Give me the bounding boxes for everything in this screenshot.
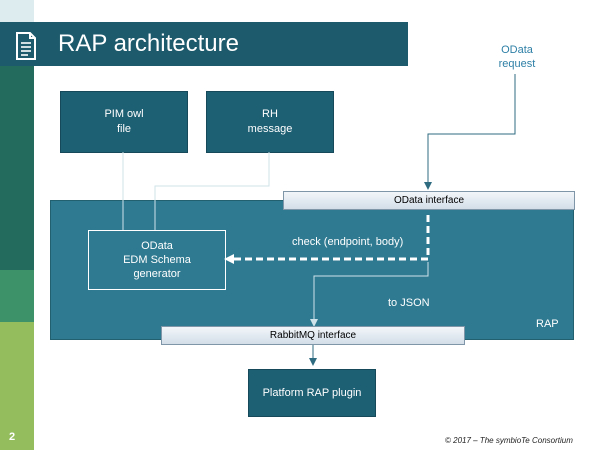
rh-to-generator-line xyxy=(154,152,270,230)
side-band-top xyxy=(0,0,34,22)
request-arrow xyxy=(424,74,516,190)
rap-label: RAP xyxy=(536,318,559,330)
odata-interface-label: OData interface xyxy=(393,195,465,206)
to-json-label: to JSON xyxy=(388,297,430,309)
copyright-notice: © 2017 – The symbioTe Consortium xyxy=(445,436,573,445)
page-number: 2 xyxy=(9,431,16,443)
platform-rap-plugin-box: Platform RAP plugin xyxy=(248,369,376,417)
rabbitmq-interface-label: RabbitMQ interface xyxy=(269,330,357,341)
side-band-dark-green xyxy=(0,66,34,270)
check-arrow xyxy=(224,215,430,264)
rabbitmq-interface-box: RabbitMQ interface xyxy=(161,326,465,345)
side-band-green xyxy=(0,270,34,322)
odata-request-line1: OData xyxy=(501,44,533,56)
check-label: check (endpoint, body) xyxy=(292,236,404,248)
rap-container xyxy=(50,200,574,340)
page-title: RAP architecture xyxy=(58,30,239,57)
odata-interface-box: OData interface xyxy=(283,191,575,210)
side-band-light-green xyxy=(0,322,34,450)
odata-request-label: OData request xyxy=(490,43,544,71)
odata-request-line2: request xyxy=(498,58,536,70)
document-icon xyxy=(16,32,36,60)
platform-rap-plugin-label: Platform RAP plugin xyxy=(262,386,362,399)
to-json-line xyxy=(310,262,429,327)
title-bar xyxy=(0,22,408,66)
